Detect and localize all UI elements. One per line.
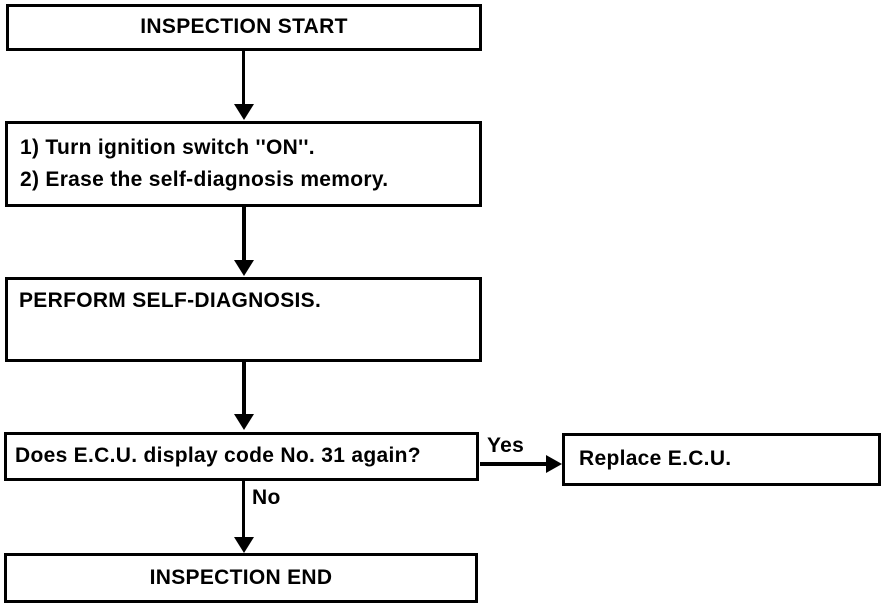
arrow-start-to-prepare-stem (242, 51, 245, 105)
node-decision-label: Does E.C.U. display code No. 31 again? (15, 444, 421, 468)
node-replace-ecu: Replace E.C.U. (562, 433, 881, 486)
edge-label-no: No (252, 486, 281, 509)
arrow-perform-to-decision-stem (242, 361, 246, 415)
arrow-prepare-to-perform-stem (242, 206, 246, 261)
node-prepare-steps: 1) Turn ignition switch ''ON''. 2) Erase… (5, 121, 482, 207)
node-perform-self-diagnosis: PERFORM SELF-DIAGNOSIS. (5, 277, 482, 362)
node-replace-ecu-label: Replace E.C.U. (579, 447, 732, 471)
arrow-start-to-prepare-head-icon (234, 104, 254, 120)
node-decision-code-31: Does E.C.U. display code No. 31 again? (4, 432, 479, 481)
node-inspection-start: INSPECTION START (6, 4, 482, 51)
prepare-step-2: 2) Erase the self-diagnosis memory. (20, 168, 389, 191)
arrow-yes-head-icon (546, 455, 562, 473)
node-inspection-end-label: INSPECTION END (149, 565, 333, 589)
arrow-perform-to-decision-head-icon (234, 414, 254, 430)
node-inspection-start-label: INSPECTION START (140, 15, 348, 39)
arrow-no-to-end-head-icon (234, 537, 254, 553)
arrow-yes-stem (480, 462, 547, 466)
node-inspection-end: INSPECTION END (4, 553, 478, 603)
edge-label-yes: Yes (487, 434, 525, 457)
node-perform-label: PERFORM SELF-DIAGNOSIS. (19, 289, 322, 312)
arrow-prepare-to-perform-head-icon (234, 260, 254, 276)
prepare-step-1: 1) Turn ignition switch ''ON''. (20, 135, 315, 159)
arrow-no-to-end-stem (242, 480, 245, 538)
